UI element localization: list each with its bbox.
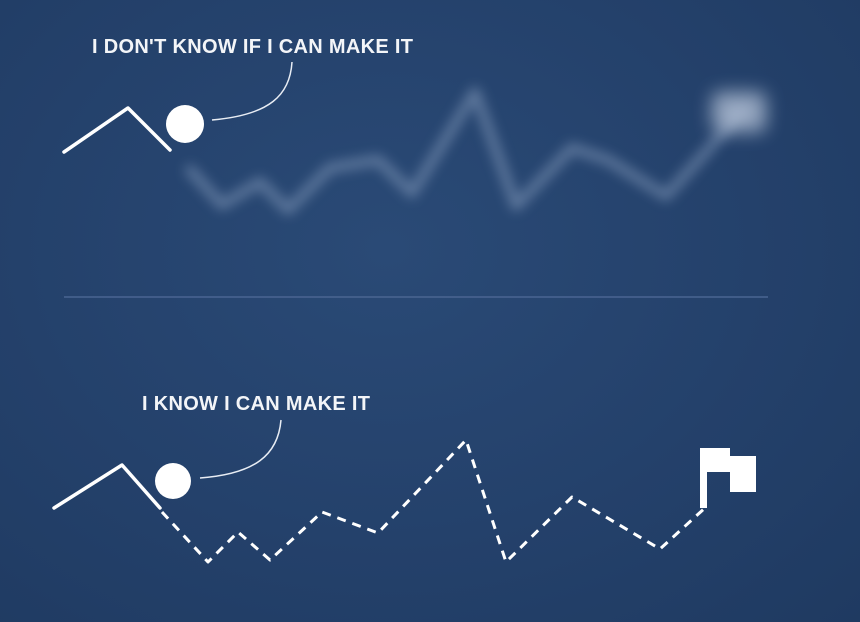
bottom-dashed-path (160, 438, 708, 564)
stick-figure-head-icon (155, 463, 191, 499)
stick-figure-head-icon (166, 105, 204, 143)
bottom-panel (52, 419, 756, 564)
top-panel (62, 61, 766, 215)
flag-icon (700, 448, 756, 508)
top-caption: I DON'T KNOW IF I CAN MAKE IT (92, 36, 414, 58)
top-blurred-goal (712, 92, 766, 132)
bottom-figure-body (52, 463, 162, 510)
bottom-caption: I KNOW I CAN MAKE IT (142, 393, 371, 415)
top-figure-body (62, 106, 172, 154)
bottom-speech-line (199, 419, 282, 479)
top-speech-line (211, 61, 293, 121)
top-blurred-path (185, 87, 745, 215)
